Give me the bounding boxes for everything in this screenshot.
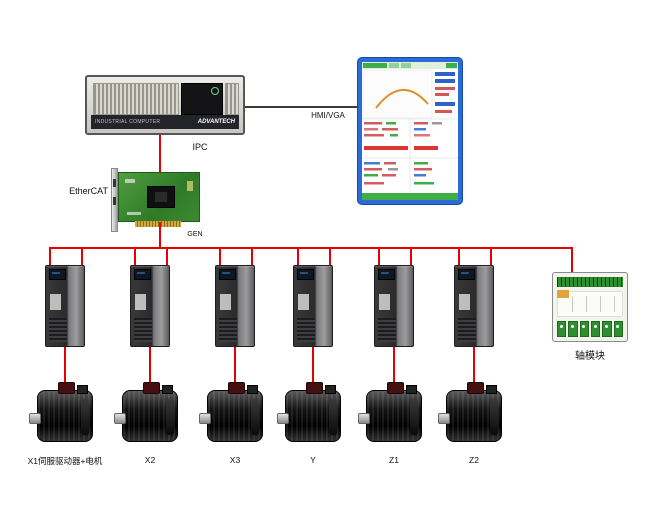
servo-motor-x2 [114, 382, 178, 442]
ipc-front-panel [181, 83, 223, 115]
servo-motor-x3 [199, 382, 263, 442]
bus-drop [329, 247, 331, 265]
hmi-link-label: HMI/VGA [311, 111, 345, 120]
hmi-data-rows [364, 122, 442, 185]
bus-drop [49, 247, 51, 265]
ethercat-bus-line [49, 247, 573, 249]
ipc-to-hmi-link [245, 106, 358, 108]
drive-to-motor-link [312, 347, 314, 390]
servo-drive-z1 [374, 265, 414, 347]
axis-label-y: Y [310, 455, 316, 465]
ipc-label: IPC [192, 142, 208, 152]
module-terminal-blocks [557, 321, 623, 337]
servo-motor-x1 [29, 382, 93, 442]
drive-to-motor-link [473, 347, 475, 390]
card-to-bus-link [159, 222, 161, 249]
ipc-model-text: INDUSTRIAL COMPUTER [95, 119, 161, 125]
axis-label-x1: X1伺服驱动器+电机 [27, 456, 103, 466]
drive-to-motor-link [64, 347, 66, 390]
ipc-to-card-link [159, 135, 161, 172]
axis-module-label: 轴模块 [575, 351, 605, 362]
smd-component [127, 212, 141, 215]
module-latch [557, 290, 569, 298]
bus-drop [458, 247, 460, 265]
servo-motor-z1 [358, 382, 422, 442]
bus-drop [134, 247, 136, 265]
drive-to-motor-link [393, 347, 395, 390]
pci-bracket [111, 168, 118, 232]
drive-to-motor-link [234, 347, 236, 390]
module-pin-header [557, 277, 623, 287]
bus-drop [410, 247, 412, 265]
ethercat-label: EtherCAT [69, 186, 108, 196]
hmi-screen [362, 62, 458, 200]
ipc-chassis: INDUSTRIAL COMPUTER ADVANTECH [85, 75, 245, 135]
ethercat-card [118, 172, 200, 227]
smd-component [125, 179, 135, 183]
bus-drop [81, 247, 83, 265]
bus-drop [297, 247, 299, 265]
servo-motor-y [277, 382, 341, 442]
axis-label-z1: Z1 [389, 455, 399, 465]
axis-label-x2: X2 [144, 455, 156, 465]
servo-drive-z2 [454, 265, 494, 347]
ipc-vent-grille-right [225, 83, 239, 115]
bus-drop [378, 247, 380, 265]
servo-motor-z2 [438, 382, 502, 442]
card-sublabel: GEN [187, 231, 203, 238]
bus-drop [219, 247, 221, 265]
axis-io-module [552, 272, 628, 342]
axis-label-x3: X3 [229, 455, 241, 465]
ipc-vent-grille-left [93, 83, 179, 115]
ipc-bottom-strip: INDUSTRIAL COMPUTER ADVANTECH [91, 115, 239, 129]
ipc-brand-logo: ADVANTECH [197, 119, 235, 125]
toolpath-arc [375, 88, 429, 109]
bus-drop-axis-module [571, 247, 573, 272]
servo-drive-x1 [45, 265, 85, 347]
servo-drive-x3 [215, 265, 255, 347]
servo-drive-x2 [130, 265, 170, 347]
hmi-monitor [358, 58, 462, 204]
bus-drop [490, 247, 492, 265]
servo-drive-y [293, 265, 333, 347]
smd-component [187, 181, 193, 191]
gold-edge-connector [135, 221, 181, 227]
bus-drop [166, 247, 168, 265]
ethercat-chip [147, 186, 175, 208]
axis-label-z2: Z2 [469, 455, 479, 465]
bus-drop [251, 247, 253, 265]
drive-to-motor-link [149, 347, 151, 390]
